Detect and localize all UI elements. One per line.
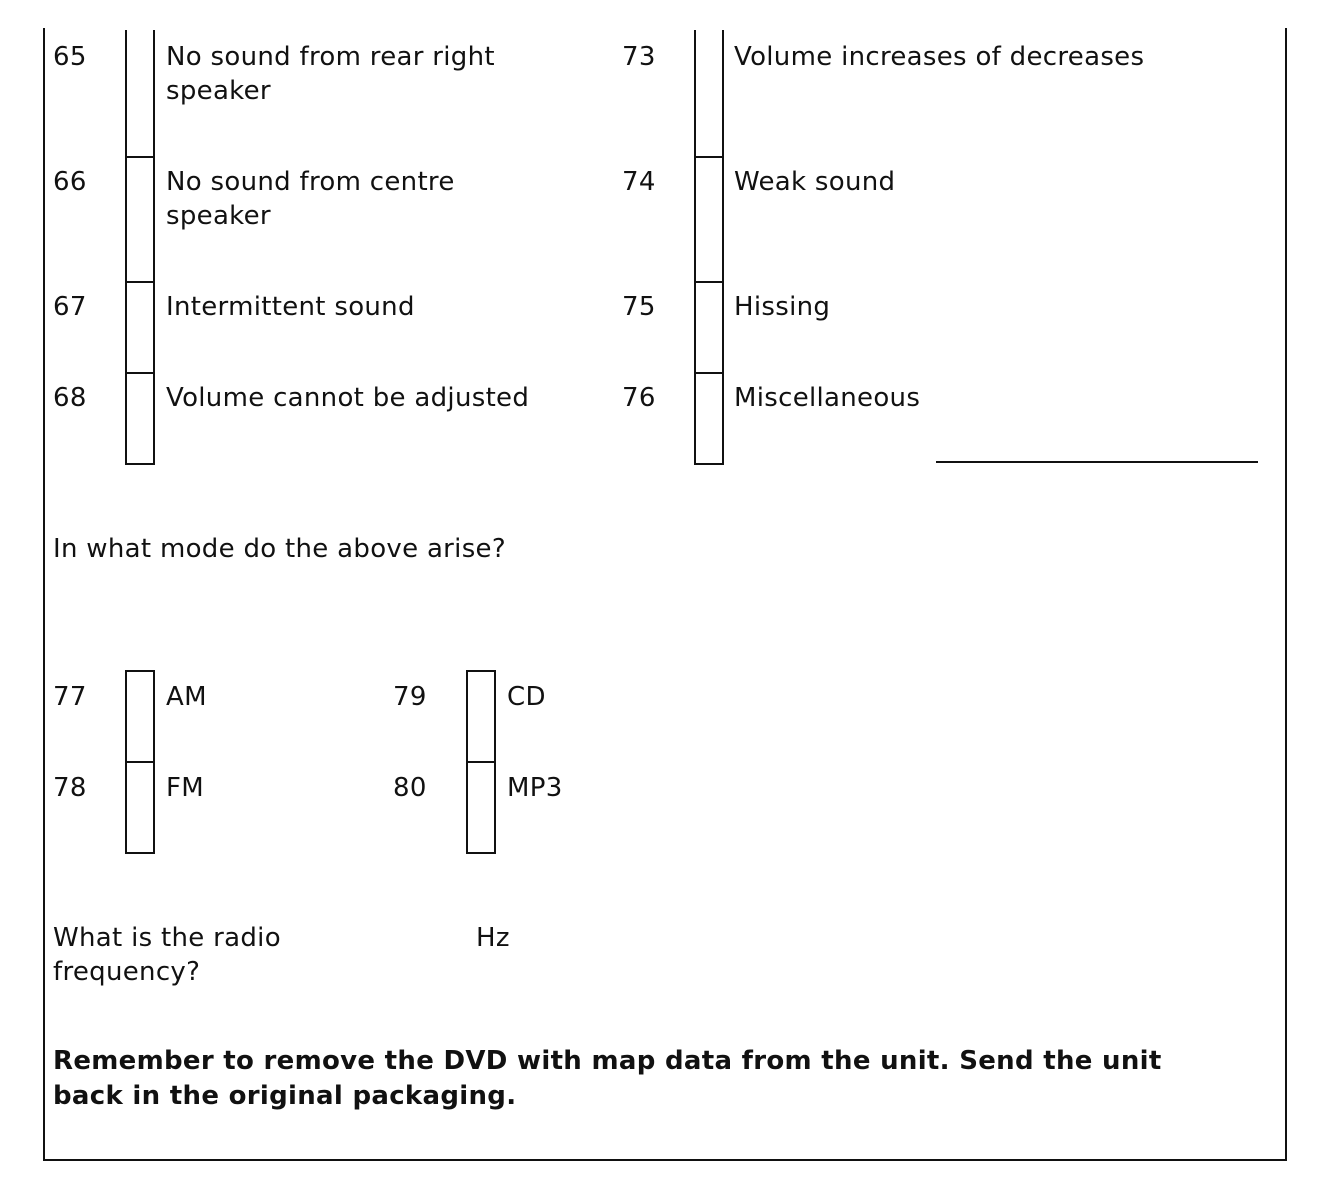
checkbox-cd[interactable] (466, 670, 496, 763)
mode-number: 80 (393, 773, 427, 803)
frequency-question-continued: frequency? (53, 957, 201, 987)
checkbox-67[interactable] (125, 281, 155, 374)
checkbox-73[interactable] (694, 30, 724, 158)
item-label: Volume increases of decreases (734, 42, 1145, 72)
checkbox-65[interactable] (125, 30, 155, 158)
checkbox-fm[interactable] (125, 761, 155, 854)
item-number: 76 (622, 383, 656, 413)
item-label: Volume cannot be adjusted (166, 383, 530, 413)
checkbox-74[interactable] (694, 156, 724, 283)
miscellaneous-write-in-line[interactable] (936, 461, 1258, 463)
item-label-continued: speaker (166, 76, 271, 106)
form-frame (43, 28, 1287, 1161)
checkbox-am[interactable] (125, 670, 155, 763)
mode-question: In what mode do the above arise? (53, 534, 506, 564)
checkbox-mp3[interactable] (466, 761, 496, 854)
item-label: No sound from centre (166, 167, 455, 197)
item-number: 75 (622, 292, 656, 322)
item-label: Miscellaneous (734, 383, 921, 413)
item-number: 68 (53, 383, 87, 413)
checkbox-68[interactable] (125, 372, 155, 465)
item-number: 73 (622, 42, 656, 72)
mode-label: FM (166, 773, 204, 803)
item-number: 67 (53, 292, 87, 322)
item-label-continued: speaker (166, 201, 271, 231)
mode-number: 79 (393, 682, 427, 712)
mode-label: CD (507, 682, 546, 712)
checkbox-76[interactable] (694, 372, 724, 465)
item-number: 66 (53, 167, 87, 197)
reminder-text-continued: back in the original packaging. (53, 1081, 517, 1111)
mode-number: 77 (53, 682, 87, 712)
item-label: No sound from rear right (166, 42, 495, 72)
item-label: Hissing (734, 292, 831, 322)
mode-number: 78 (53, 773, 87, 803)
reminder-text: Remember to remove the DVD with map data… (53, 1046, 1162, 1076)
mode-label: MP3 (507, 773, 563, 803)
item-number: 65 (53, 42, 87, 72)
frequency-question: What is the radio (53, 923, 281, 953)
item-label: Weak sound (734, 167, 896, 197)
mode-label: AM (166, 682, 207, 712)
checkbox-75[interactable] (694, 281, 724, 374)
item-number: 74 (622, 167, 656, 197)
item-label: Intermittent sound (166, 292, 415, 322)
frequency-unit: Hz (476, 923, 510, 953)
checkbox-66[interactable] (125, 156, 155, 283)
